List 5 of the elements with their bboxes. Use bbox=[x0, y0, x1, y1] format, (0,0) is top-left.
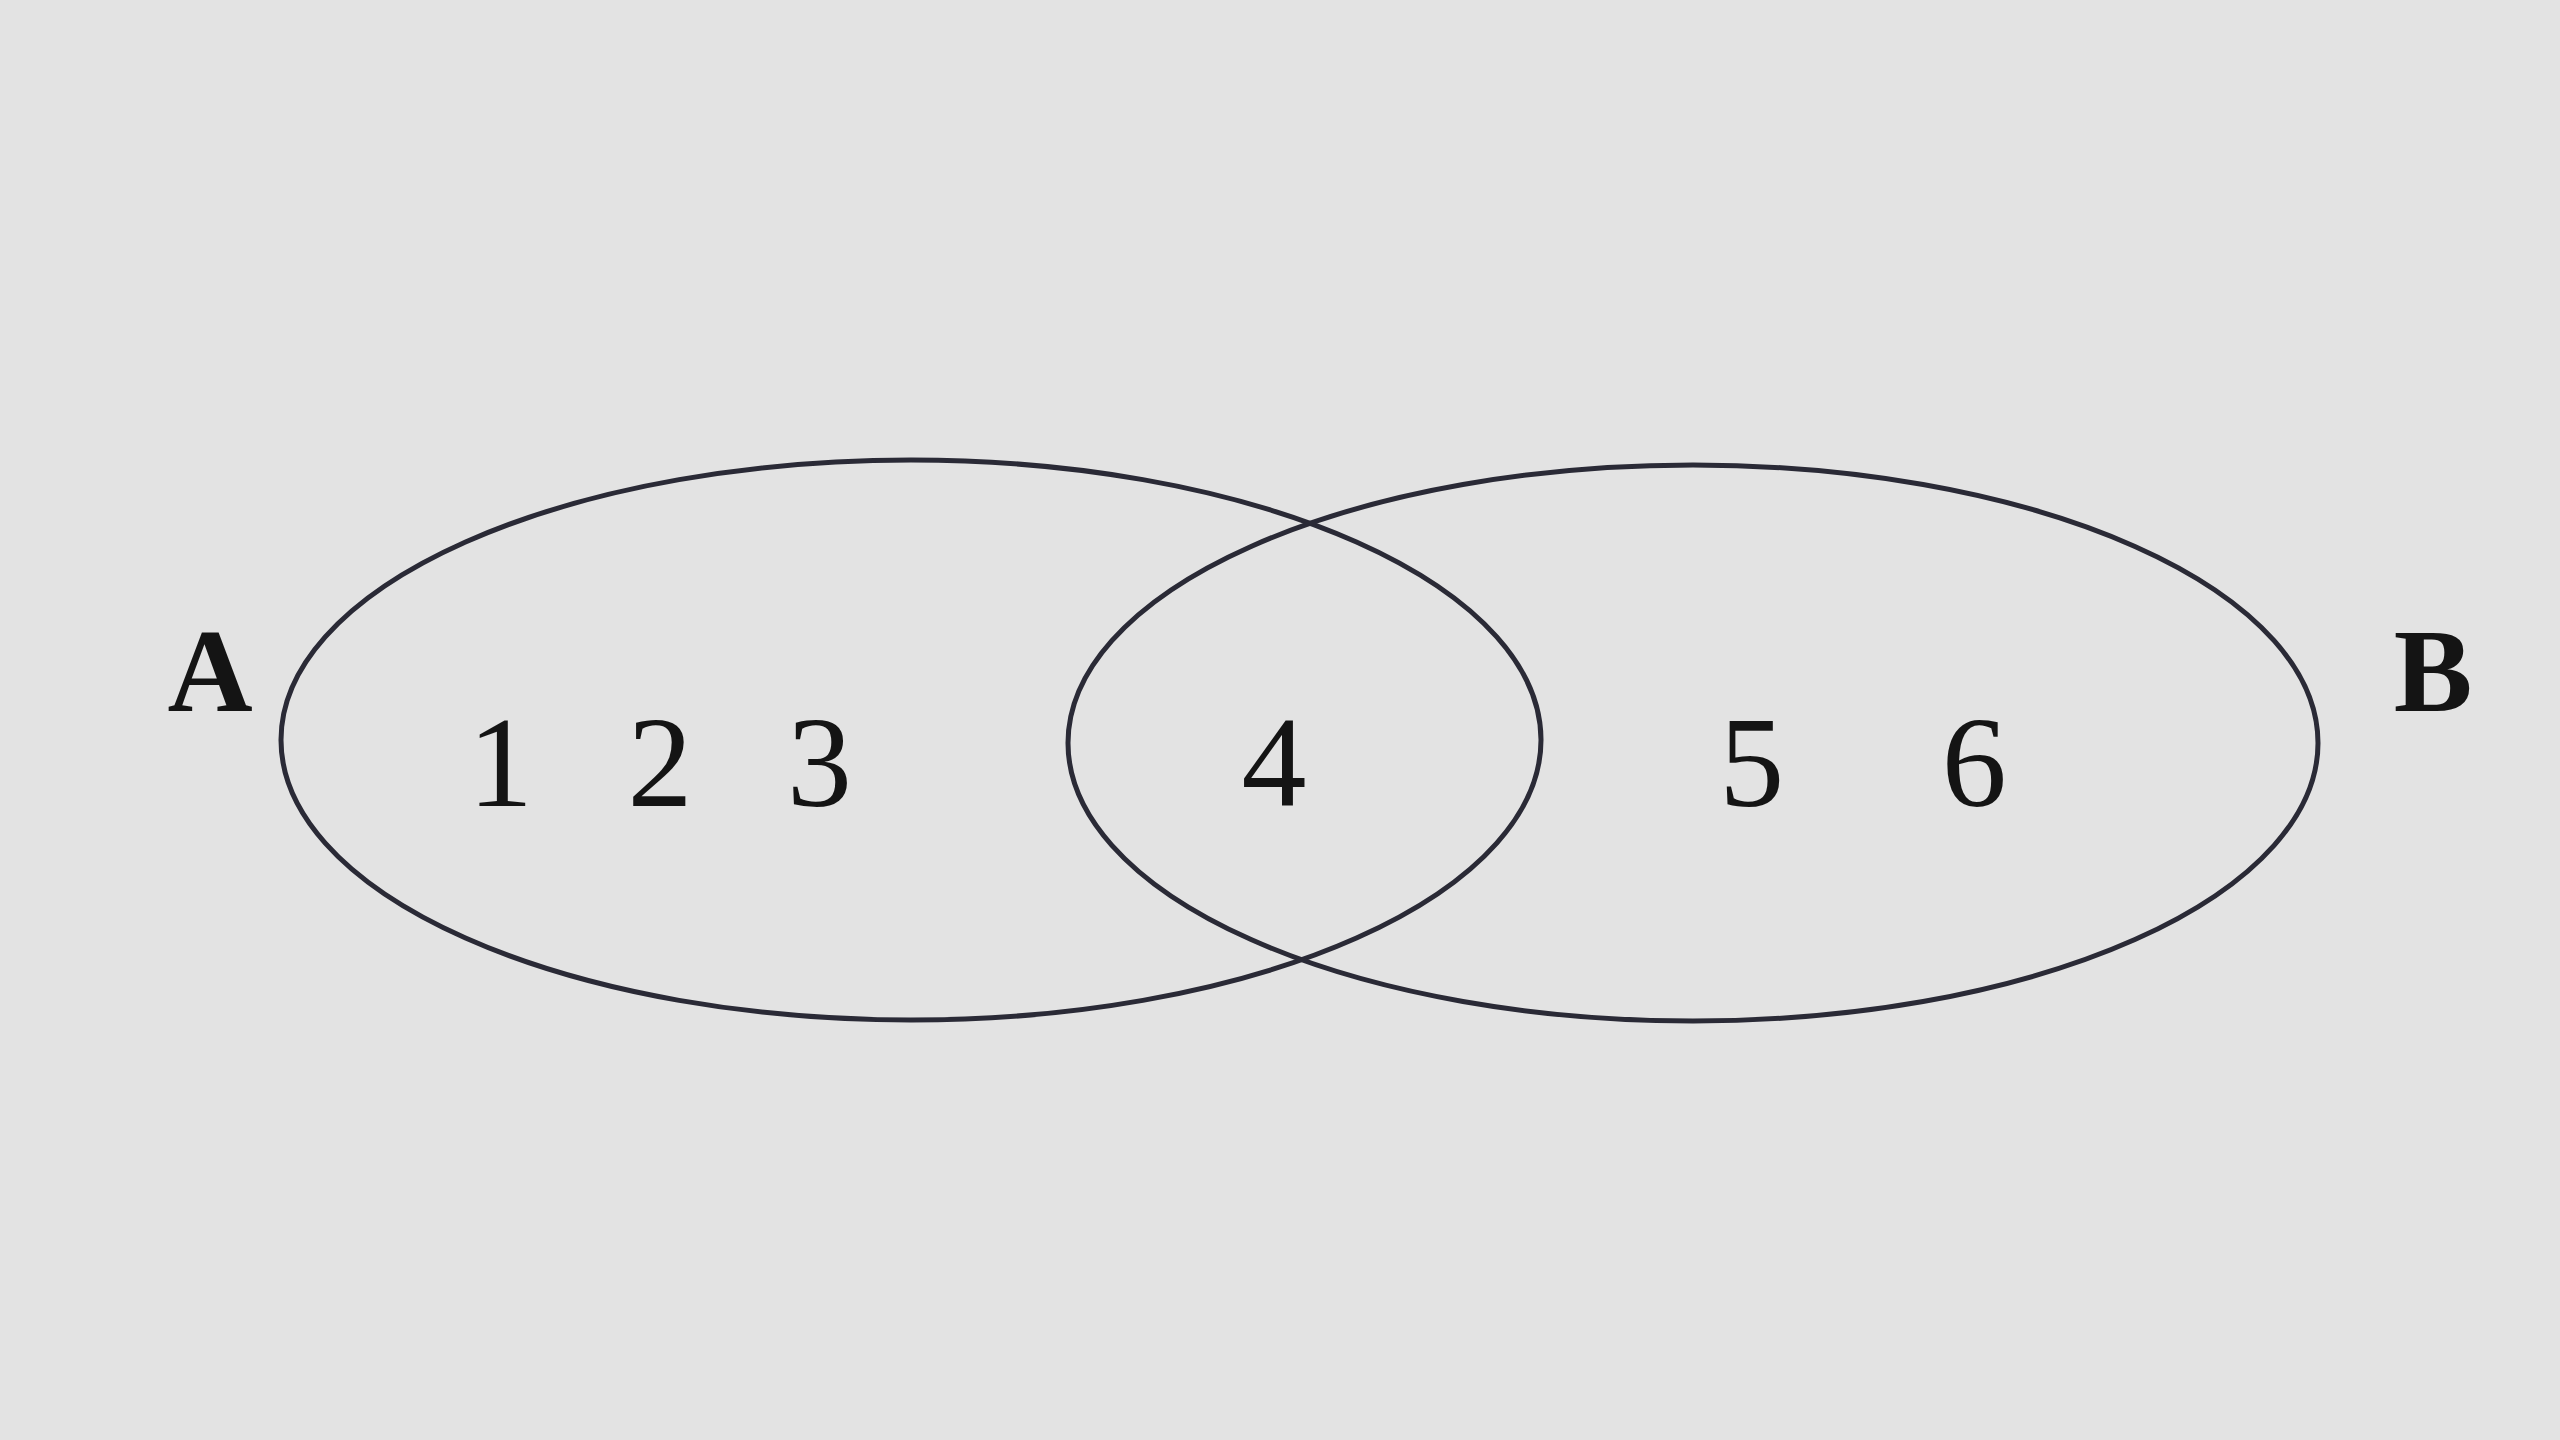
intersection-member: 4 bbox=[1241, 697, 1307, 827]
set-label: B bbox=[2393, 613, 2473, 731]
set-label: A bbox=[167, 613, 253, 731]
set-members: 5 6 bbox=[1719, 697, 2007, 827]
set-members: 1 2 3 bbox=[468, 697, 852, 827]
